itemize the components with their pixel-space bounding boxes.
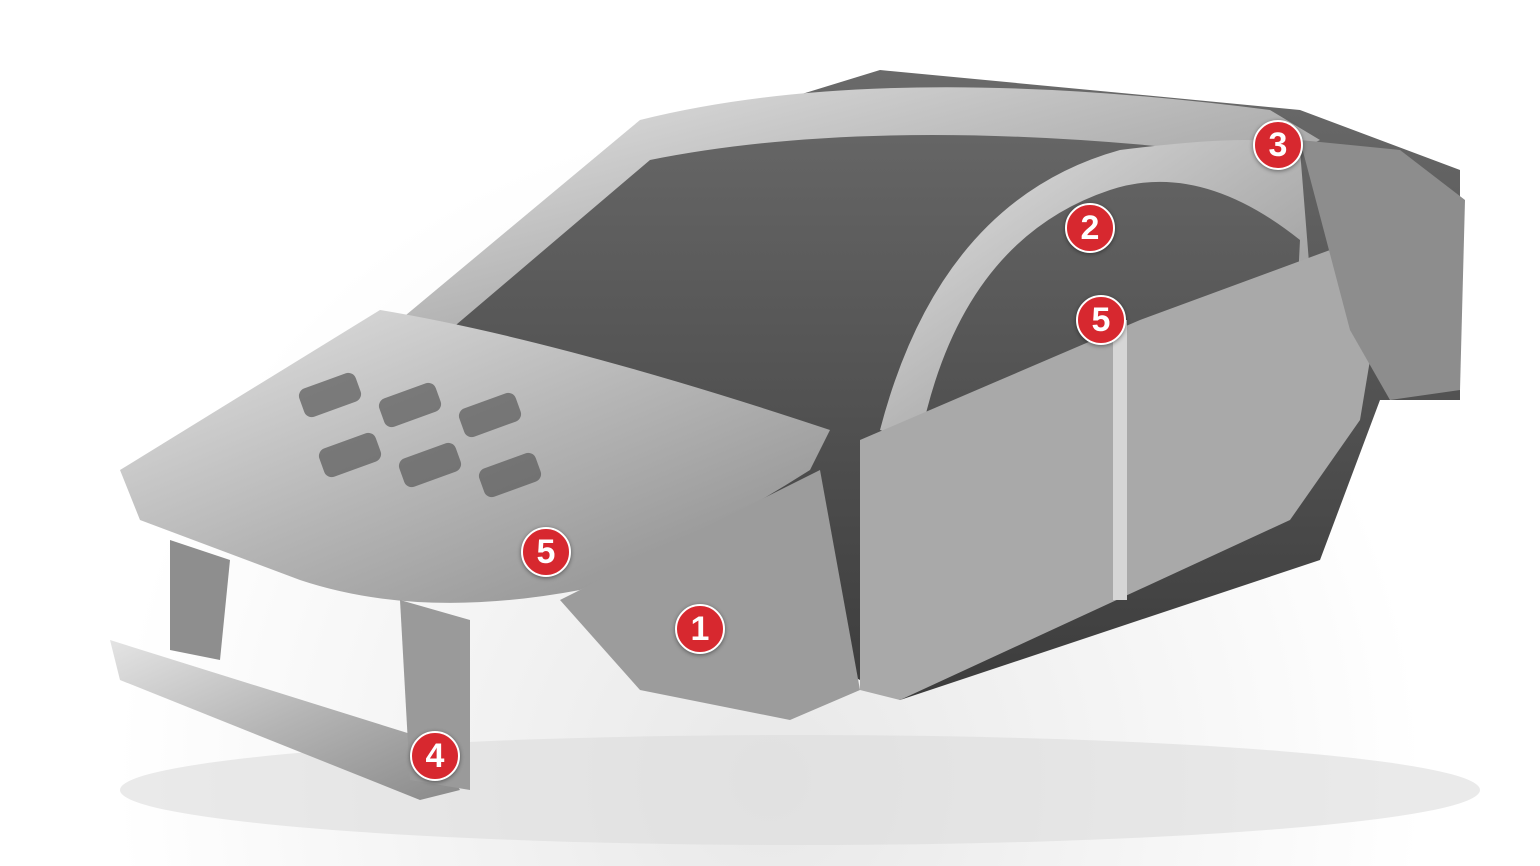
side-frame-arch — [880, 140, 1320, 440]
front-bumper-beam — [110, 640, 460, 800]
hood — [120, 310, 830, 603]
callout-marker-1: 1 — [675, 604, 725, 654]
front-crash-rail — [170, 540, 230, 660]
callout-marker-2: 2 — [1065, 203, 1115, 253]
callout-marker-4: 4 — [410, 731, 460, 781]
rear-quarter — [1300, 140, 1465, 400]
roof-frame — [400, 87, 1320, 330]
front-wheel-arch — [560, 470, 860, 720]
hood-cutouts — [298, 372, 542, 498]
callout-marker-5-pillar: 5 — [1076, 295, 1126, 345]
callout-marker-3: 3 — [1253, 120, 1303, 170]
callout-marker-5-hood: 5 — [521, 527, 571, 577]
